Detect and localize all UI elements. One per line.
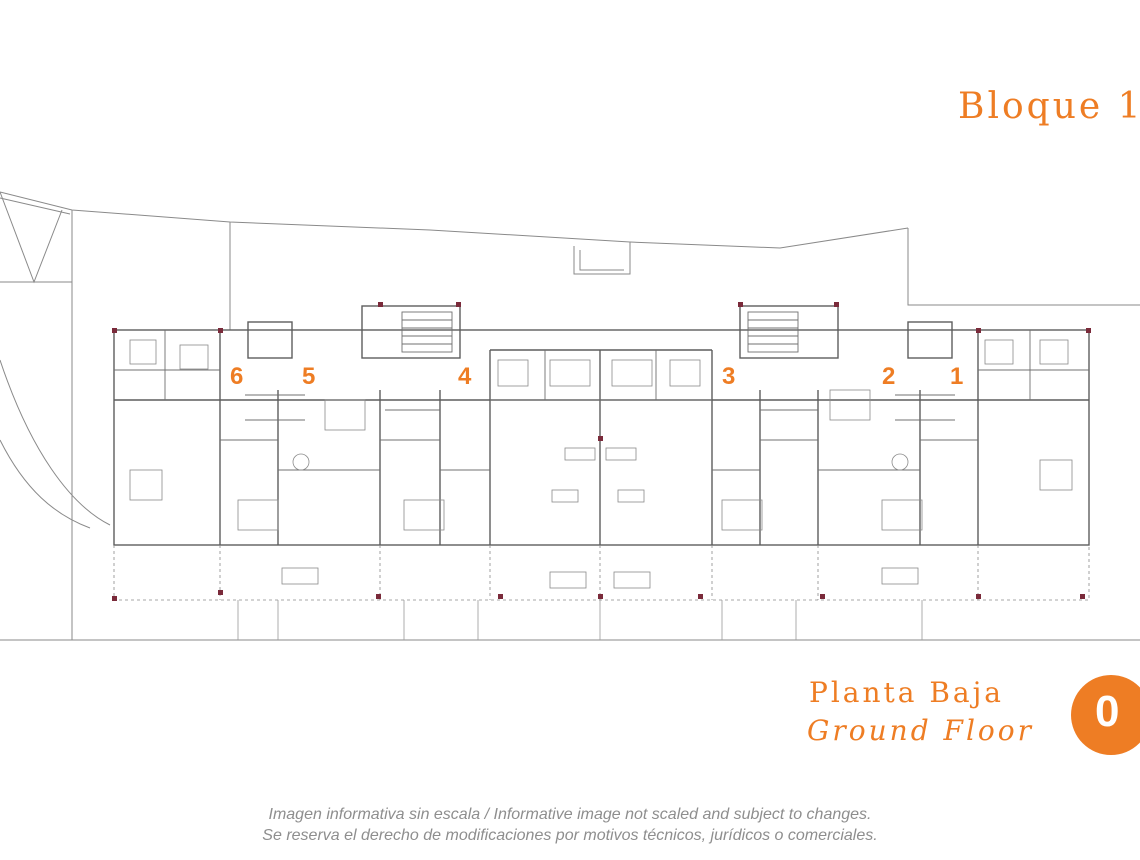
garden-lines: [237, 600, 923, 640]
unit-label-5: 5: [302, 363, 315, 390]
unit-label-2: 2: [882, 363, 895, 390]
building-outline: [113, 305, 1090, 546]
disclaimer-line-2: Se reserva el derecho de modificaciones …: [262, 827, 878, 844]
floor-name-en: Ground Floor: [807, 714, 1034, 747]
unit-label-6: 6: [230, 363, 243, 390]
unit-label-1: 1: [950, 363, 963, 390]
floor-number-badge: 0: [1071, 675, 1140, 755]
unit-label-3: 3: [722, 363, 735, 390]
block-title: Bloque 1: [958, 86, 1140, 127]
terraces: [113, 545, 1090, 601]
ground-floor-plan: 6 5 4 3 2 1: [0, 191, 1140, 641]
unit-labels: 6 5 4 3 2 1: [230, 363, 963, 390]
disclaimer-line-1: Imagen informativa sin escala / Informat…: [268, 806, 872, 823]
site-outline: [0, 191, 1140, 641]
floor-name-es: Planta Baja: [808, 676, 1004, 709]
floor-number: 0: [1095, 687, 1120, 736]
room-partitions: [114, 311, 1089, 471]
wall-markers: [112, 302, 1091, 601]
furniture: [129, 339, 1073, 589]
unit-label-4: 4: [458, 363, 472, 390]
